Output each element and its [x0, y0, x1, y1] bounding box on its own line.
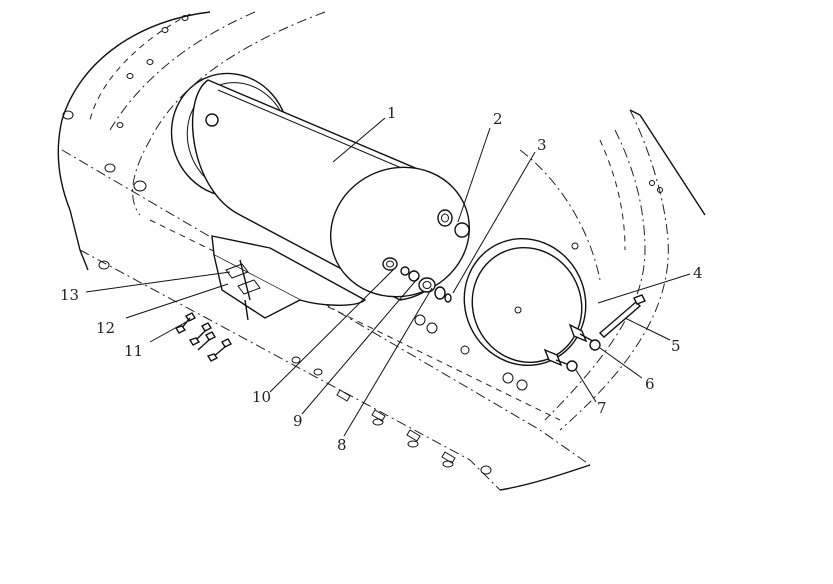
callout-7: 7 [597, 399, 607, 417]
air-tank [170, 72, 471, 301]
chassis-frame-outline [57, 11, 706, 491]
mounting-bracket [211, 235, 367, 321]
leader-lines [85, 117, 691, 437]
callout-11: 11 [124, 342, 143, 360]
callout-4: 4 [693, 264, 703, 282]
callout-10: 10 [252, 388, 271, 406]
tank-strap [463, 237, 599, 367]
callout-6: 6 [645, 375, 655, 393]
drain-fittings [382, 257, 452, 303]
mounting-bolts [174, 312, 232, 362]
callout-12: 12 [96, 319, 115, 337]
callout-9: 9 [293, 412, 303, 430]
callout-8: 8 [337, 436, 347, 454]
callout-1: 1 [387, 104, 397, 122]
callout-3: 3 [537, 136, 547, 154]
strap-bolt-and-nuts [566, 294, 646, 372]
callout-13: 13 [60, 286, 79, 304]
callout-5: 5 [671, 337, 681, 355]
callout-labels: 1 2 3 4 5 6 7 8 9 10 11 12 13 [60, 104, 703, 454]
callout-2: 2 [493, 110, 503, 128]
